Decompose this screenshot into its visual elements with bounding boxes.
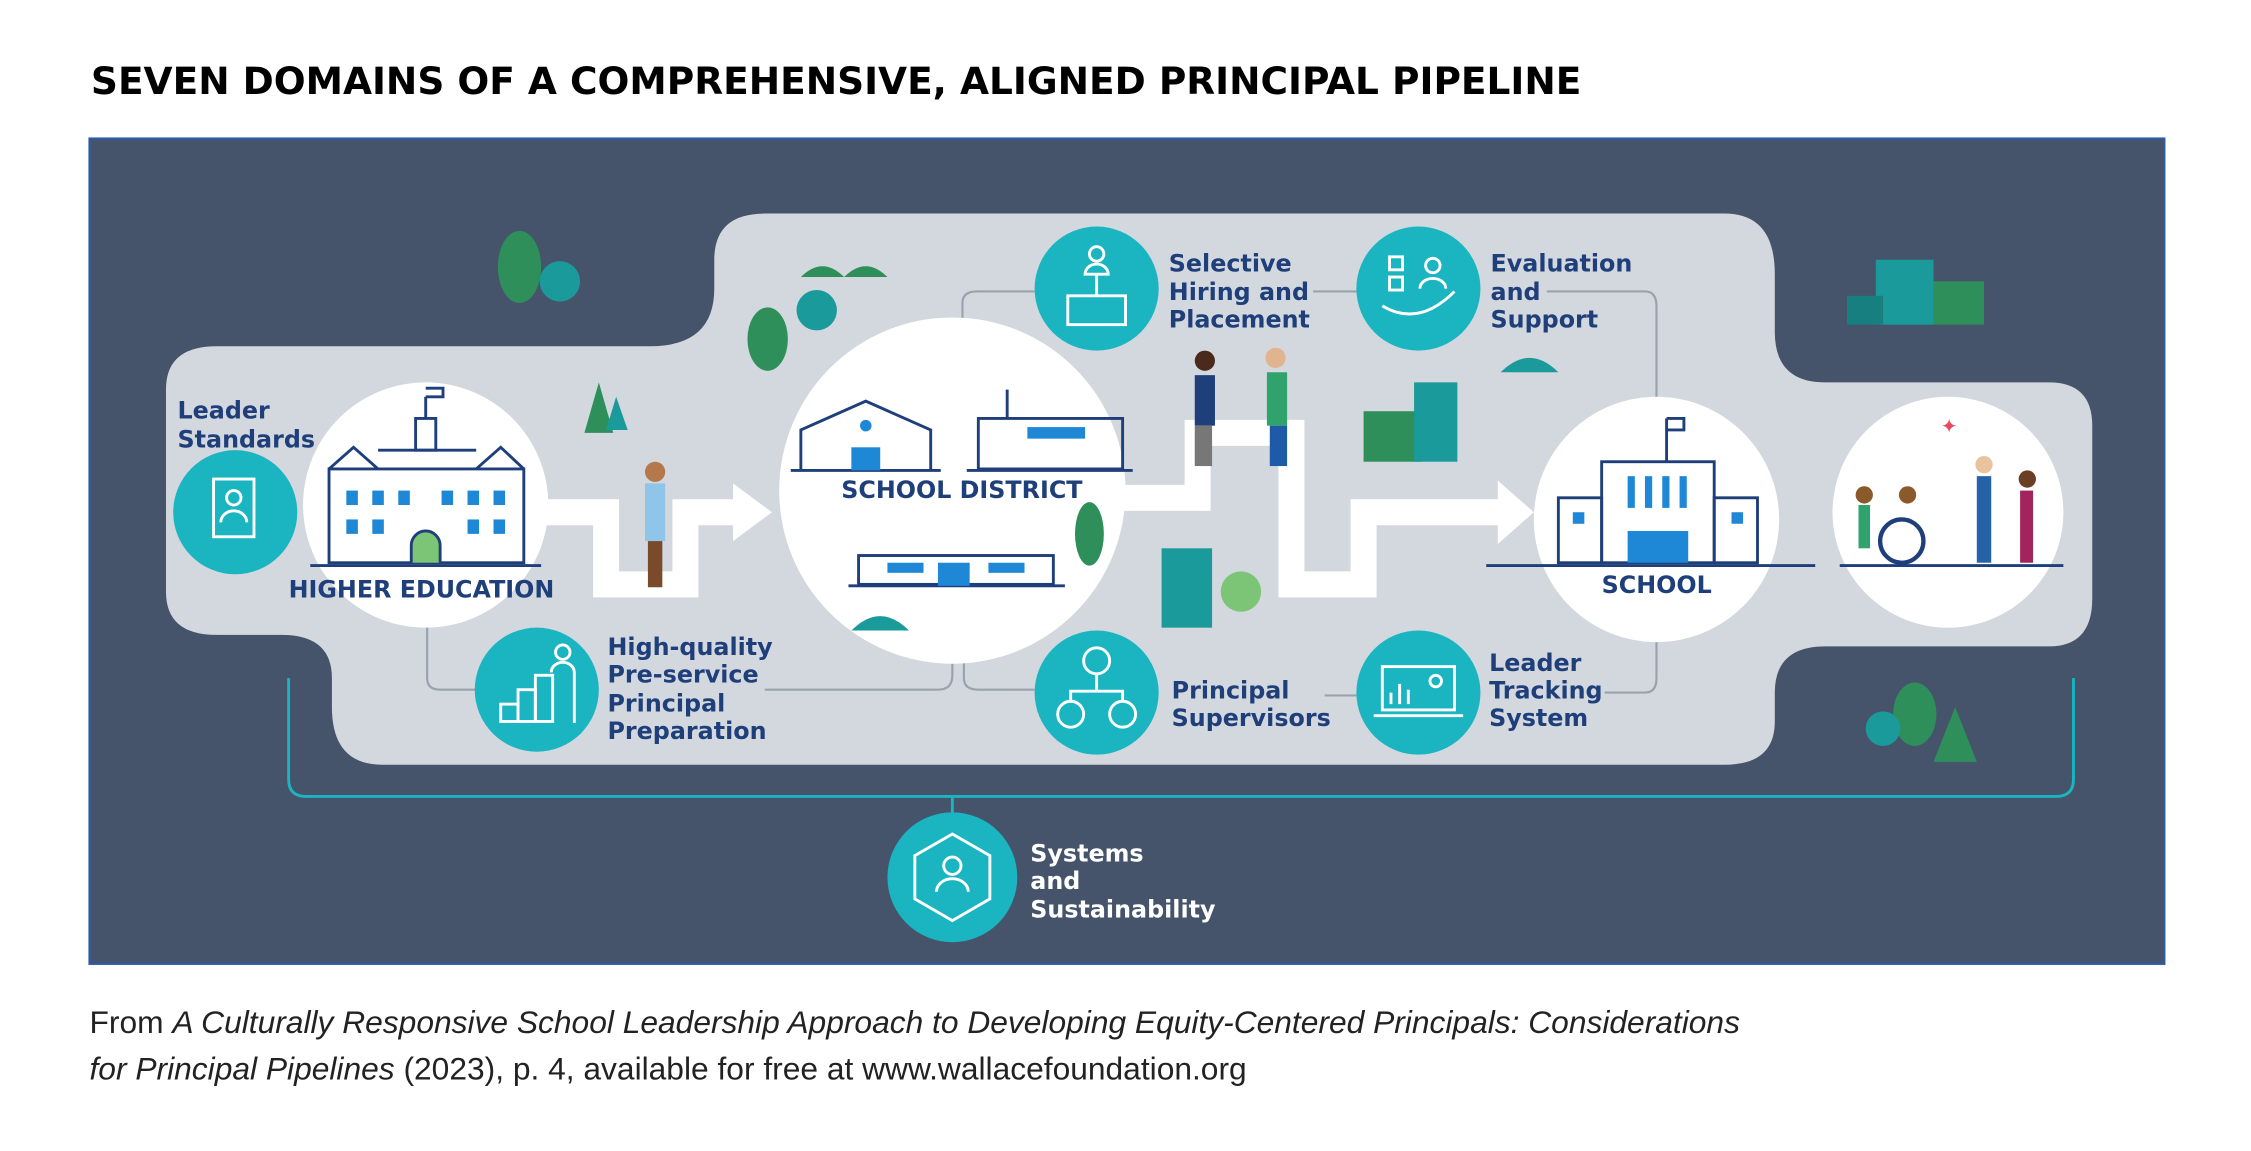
hub-higher-education[interactable]: HIGHER EDUCATION xyxy=(289,382,555,628)
hiring-placement-icon xyxy=(1066,245,1127,327)
arrow-head-icon xyxy=(1497,480,1534,544)
person-illustration xyxy=(645,461,666,588)
figure-title: SEVEN DOMAINS OF A COMPREHENSIVE, ALIGNE… xyxy=(91,59,1581,103)
pathway-arrow-1 xyxy=(533,499,736,598)
school-building-icon xyxy=(1486,416,1816,568)
svg-text:✦: ✦ xyxy=(1941,416,1958,438)
laptop-chart-icon xyxy=(1373,665,1464,718)
pathway-arrow-2 xyxy=(1096,419,1501,598)
hub-label: SCHOOL xyxy=(1602,571,1712,599)
handshake-illustration xyxy=(1194,347,1288,467)
org-chart-icon xyxy=(1056,646,1138,729)
school-buildings-icon xyxy=(790,389,1133,588)
standards-book-icon xyxy=(212,477,256,539)
wheelchair-icon xyxy=(1877,517,1926,565)
svg-text:★: ★ xyxy=(1970,403,1986,422)
hub-label: HIGHER EDUCATION xyxy=(289,575,555,603)
hub-school-district[interactable]: SCHOOL DISTRICT xyxy=(779,317,1133,664)
checklist-hand-icon xyxy=(1381,255,1456,316)
university-building-icon xyxy=(310,386,542,568)
hub-label: SCHOOL DISTRICT xyxy=(841,476,1083,504)
hub-school[interactable]: SCHOOL xyxy=(1486,396,1816,643)
systems-bracket xyxy=(287,678,2075,798)
growth-steps-icon xyxy=(499,643,576,723)
connector-lines xyxy=(426,290,1658,697)
arrow-head-icon xyxy=(733,483,772,542)
network-hexagon-icon xyxy=(913,832,992,923)
figure-caption: From A Culturally Responsive School Lead… xyxy=(89,1004,1748,1086)
students-illustration: ✦★ xyxy=(1832,396,2064,628)
decorative-trees xyxy=(497,230,1985,762)
